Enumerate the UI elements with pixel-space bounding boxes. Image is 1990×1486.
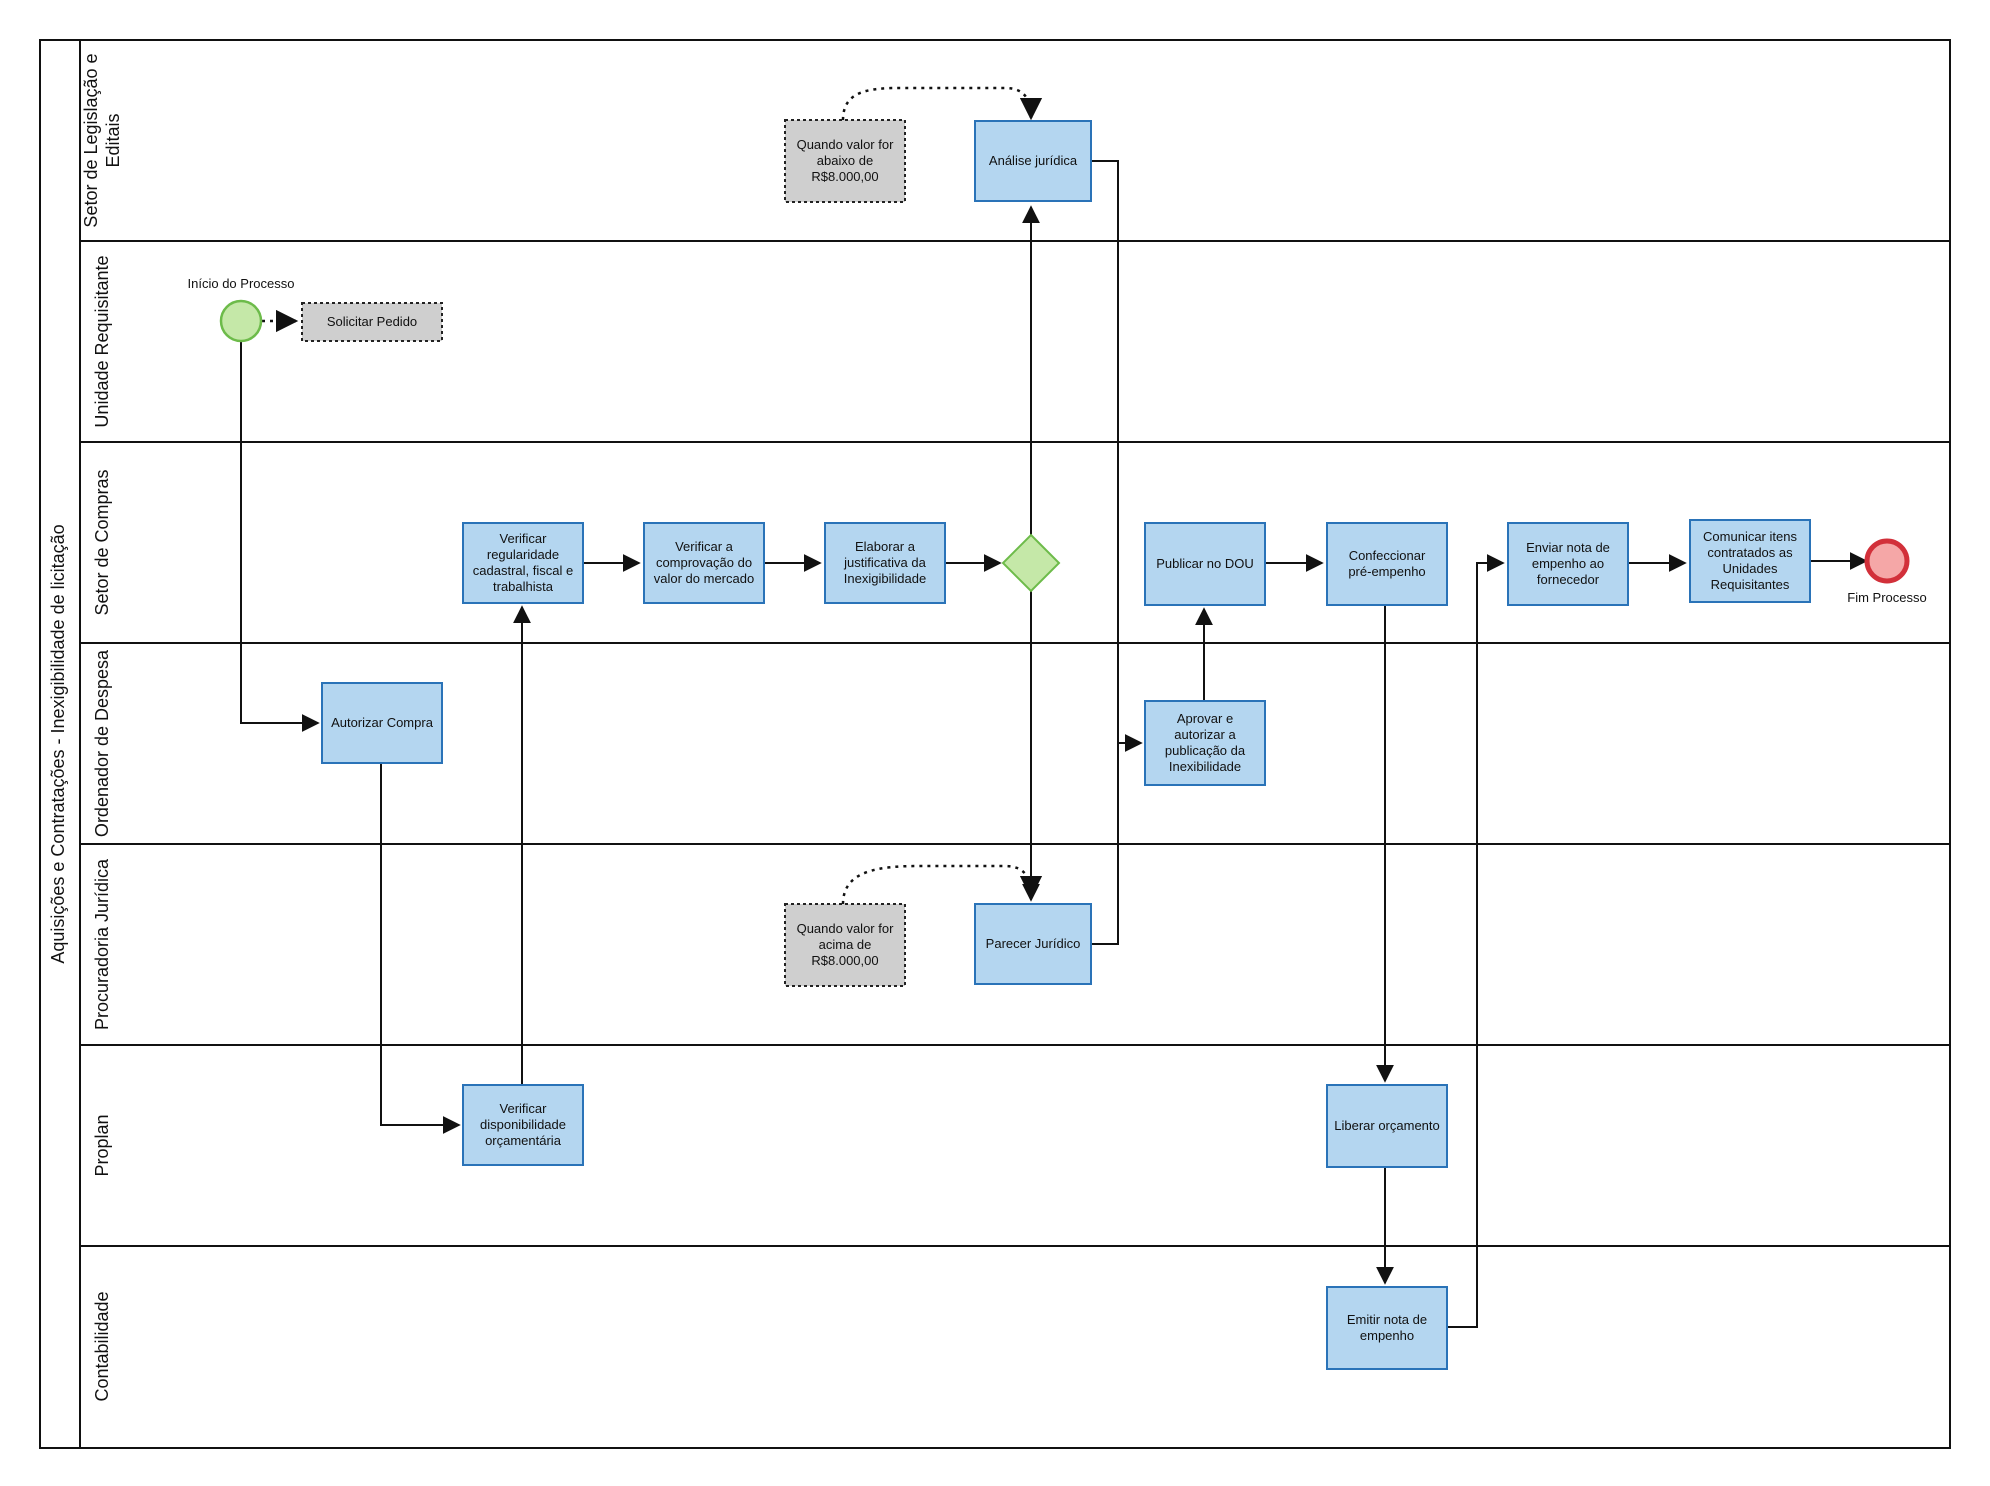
shape-label-line: Confeccionar [1349, 548, 1426, 563]
task-box [824, 522, 946, 604]
shape-label-line: Publicar no DOU [1156, 556, 1254, 571]
note-connector-acima [841, 864, 1043, 905]
shape-label-line: valor do mercado [654, 571, 754, 586]
shape-label-line: acima de [819, 937, 872, 952]
flow-autorizar-to-disponibilidade [380, 763, 461, 1134]
shape-label-line: trabalhista [493, 579, 554, 594]
task-box [321, 682, 443, 764]
shape-label-line: Requisitantes [1711, 577, 1790, 592]
end-event [1864, 538, 1910, 584]
shape-label-line: disponibilidade [480, 1117, 566, 1132]
start-event [219, 299, 263, 343]
task-box [1144, 522, 1266, 606]
shape-label-line: Verificar [500, 1101, 548, 1116]
shape-label-line: justificativa da [843, 555, 926, 570]
task-box [1326, 522, 1448, 606]
end-event-label: Fim Processo [1847, 590, 1926, 605]
shape-label-line: R$8.000,00 [811, 953, 878, 968]
task-analise: Análise jurídica [974, 120, 1092, 202]
task-parecer: Parecer Jurídico [974, 903, 1092, 985]
shape-label-line: Quando valor for [797, 137, 895, 152]
pool-title: Aquisições e Contratações - Inexigibilid… [48, 524, 68, 963]
shape-label-line: empenho [1360, 1328, 1414, 1343]
flow-start-to-autorizar [240, 341, 320, 732]
task-box [643, 522, 765, 604]
lane-label-unidade: Unidade Requisitante [92, 255, 112, 427]
task-box [974, 120, 1092, 202]
task-box [462, 522, 584, 604]
shape-label-line: empenho ao [1532, 556, 1604, 571]
shape-label-line: regularidade [487, 547, 559, 562]
task-autorizar: Autorizar Compra [321, 682, 443, 764]
lane-label-procuradoria: Procuradoria Jurídica [92, 858, 112, 1030]
task-solicitar: Solicitar Pedido [301, 302, 443, 342]
flow-emitir-to-enviar [1447, 554, 1505, 1328]
shape-label-line: Inexibilidade [1169, 759, 1241, 774]
pool-frame [39, 39, 1951, 1449]
note-connector-abaixo [841, 86, 1043, 121]
flow-analise-to-aprovar [1091, 160, 1143, 752]
lane-label-contabilidade: Contabilidade [92, 1291, 112, 1401]
shape-label-line: Parecer Jurídico [986, 936, 1081, 951]
shape-label-line: Unidades [1723, 561, 1778, 576]
note-box [784, 903, 906, 987]
lane-label-proplan: Proplan [92, 1114, 112, 1176]
shape-label-line: Comunicar itens [1703, 529, 1797, 544]
shape-label-line: R$8.000,00 [811, 169, 878, 184]
shape-label-line: pré-empenho [1348, 564, 1425, 579]
start-event-label: Início do Processo [188, 276, 295, 291]
task-box [1326, 1286, 1448, 1370]
shape-label-line: comprovação do [656, 555, 752, 570]
lane-label-compras: Setor de Compras [92, 469, 112, 615]
shape-label-line: Análise jurídica [989, 153, 1078, 168]
exclusive-gateway [1001, 533, 1061, 593]
shape-label-line: Elaborar a [855, 539, 916, 554]
shape-label-line: Verificar a [675, 539, 734, 554]
shape-label-line: orçamentária [485, 1133, 562, 1148]
task-box [974, 903, 1092, 985]
shape-label-line: Quando valor for [797, 921, 895, 936]
flow-parecer-to-aprovar [1091, 743, 1119, 945]
shape-label-line: Inexigibilidade [844, 571, 926, 586]
shape-label-line: autorizar a [1174, 727, 1236, 742]
shape-label-line: Verificar [500, 531, 548, 546]
task-box [1144, 700, 1266, 786]
lane-label-ordenador: Ordenador de Despesa [92, 649, 112, 837]
shape-label-line: abaixo de [817, 153, 873, 168]
shape-label-line: fornecedor [1537, 572, 1600, 587]
task-box [1326, 1084, 1448, 1168]
shape-label-line: Aprovar e [1177, 711, 1233, 726]
shape-label-line: contratados as [1707, 545, 1793, 560]
task-box [1689, 519, 1811, 603]
task-publicar: Publicar no DOU [1144, 522, 1266, 606]
shape-label-line: Liberar orçamento [1334, 1118, 1440, 1133]
task-box [462, 1084, 584, 1166]
task-box [1507, 522, 1629, 606]
task-box [301, 302, 443, 342]
shape-label-line: Solicitar Pedido [327, 314, 417, 329]
task-liberar: Liberar orçamento [1326, 1084, 1448, 1168]
note-box [784, 119, 906, 203]
shape-label-line: Emitir nota de [1347, 1312, 1427, 1327]
shape-label-line: cadastral, fiscal e [473, 563, 573, 578]
shape-label-line: publicação da [1165, 743, 1246, 758]
shape-label-line: Autorizar Compra [331, 715, 434, 730]
shape-label-line: Enviar nota de [1526, 540, 1610, 555]
